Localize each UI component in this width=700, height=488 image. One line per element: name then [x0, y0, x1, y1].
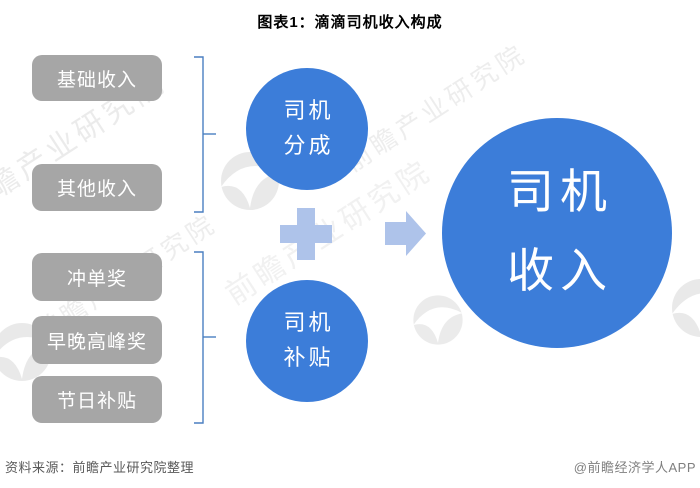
driver-share-line1: 司机 [283, 98, 334, 124]
logo-swoosh-icon [672, 279, 700, 337]
income-box-other: 其他收入 [32, 164, 162, 211]
driver-share-circle: 司机 分成 [246, 68, 368, 190]
income-box-basic: 基础收入 [32, 55, 162, 101]
driver-subsidy-circle: 司机 补贴 [246, 280, 368, 402]
bottom-bracket [194, 251, 204, 424]
plus-icon [280, 208, 332, 260]
driver-subsidy-line2: 补贴 [283, 346, 334, 371]
source-note: 资料来源：前瞻产业研究院整理 [5, 460, 195, 475]
driver-income-circle: 司机 收入 [442, 118, 672, 348]
income-box-holiday-subsidy: 节日补贴 [32, 376, 162, 423]
credit-note: @前瞻经济学人APP [573, 460, 696, 475]
arrow-right-icon [385, 211, 426, 256]
logo-swoosh-icon [413, 295, 463, 345]
top-bracket [194, 56, 204, 213]
driver-subsidy-line1: 司机 [283, 310, 334, 336]
income-box-order-bonus: 冲单奖 [32, 253, 162, 301]
chart-title: 图表1：滴滴司机收入构成 [257, 14, 443, 31]
income-box-peak-bonus: 早晚高峰奖 [32, 316, 162, 364]
driver-income-line1: 司机 [507, 165, 613, 221]
driver-income-line2: 收入 [507, 244, 613, 299]
driver-share-line2: 分成 [283, 134, 334, 159]
